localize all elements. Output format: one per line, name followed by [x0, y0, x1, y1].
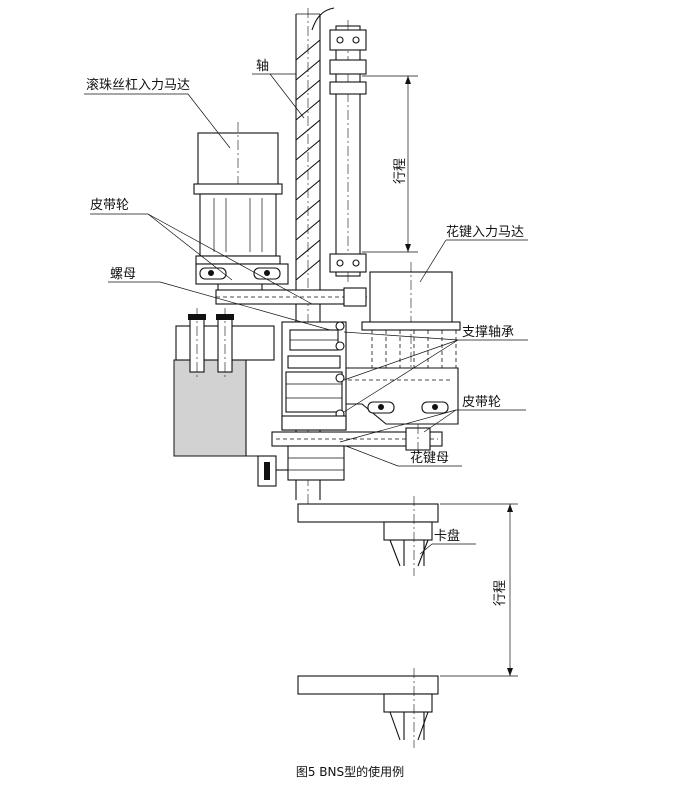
- guide-rail: [329, 20, 367, 282]
- label-shaft: 轴: [256, 59, 269, 74]
- label-ball-screw-motor: 滚珠丝杠入力马达: [86, 77, 190, 93]
- label-spline-nut: 花键母: [410, 450, 449, 466]
- chuck-plate-lower: [297, 668, 439, 748]
- label-spline-motor: 花键入力马达: [446, 224, 524, 240]
- label-stroke-top: 行程: [393, 158, 408, 184]
- label-pulley-left: 皮带轮: [90, 198, 129, 213]
- stroke-dimension-top: [362, 75, 418, 253]
- spline-nut: [257, 445, 345, 487]
- label-pulley-right: 皮带轮: [462, 395, 501, 410]
- spline-motor: [361, 262, 461, 420]
- nut-bearing-block: [281, 321, 347, 431]
- ball-screw-motor: [193, 122, 283, 265]
- label-chuck: 卡盘: [434, 528, 460, 544]
- housing: [173, 308, 275, 457]
- figure-caption: 图5 BNS型的使用例: [296, 764, 404, 779]
- label-support-bearing: 支撑轴承: [462, 325, 514, 340]
- chuck-plate-upper: [297, 496, 439, 576]
- spline-motor-bracket: [341, 367, 459, 425]
- belt-lower: [271, 424, 443, 456]
- stroke-dimension-bottom: [440, 503, 518, 677]
- belt-upper: [215, 287, 372, 307]
- label-stroke-bottom: 行程: [493, 580, 508, 606]
- leader-lines: [84, 73, 528, 555]
- label-nut: 螺母: [110, 267, 136, 282]
